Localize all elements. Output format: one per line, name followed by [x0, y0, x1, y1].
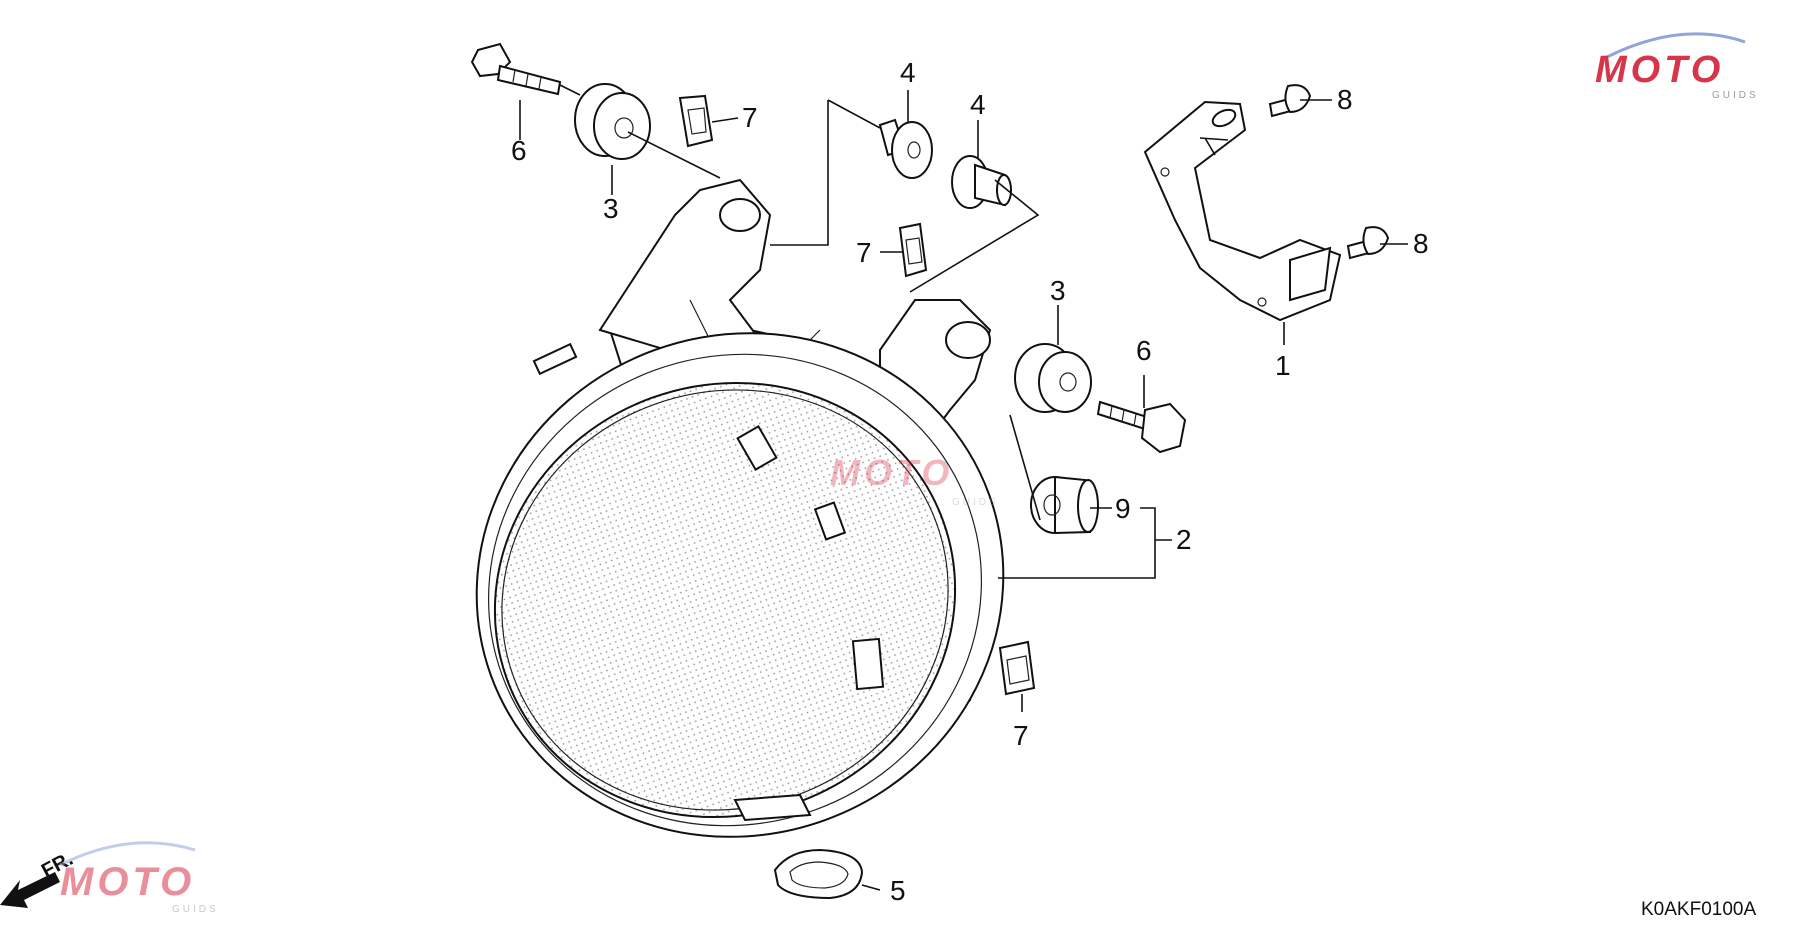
- callout-4-lower: 4: [970, 89, 986, 120]
- callout-3-right: 3: [1050, 275, 1066, 306]
- grommet-3-right: [1014, 343, 1092, 413]
- callout-8-lower: 8: [1413, 228, 1429, 259]
- callout-7-lower: 7: [1013, 720, 1029, 751]
- callout-6-right: 6: [1136, 335, 1152, 366]
- callout-8-upper: 8: [1337, 84, 1353, 115]
- callout-5: 5: [890, 875, 906, 906]
- watermark-logo-bottom-left: MOTO GUIDS: [59, 841, 219, 915]
- callout-4-upper: 4: [900, 57, 916, 88]
- callout-1: 1: [1275, 350, 1291, 381]
- callout-labels: 6 3 7 4 4 7 3 6 8 8 1 9 2 7 5: [511, 57, 1429, 906]
- headlight-unit: [475, 178, 1005, 838]
- callout-2: 2: [1176, 524, 1192, 555]
- screw-8-upper: [1268, 84, 1312, 118]
- collar-4-lower: [951, 155, 1012, 209]
- bolt-6-right: [1096, 400, 1187, 454]
- collar-4-upper: [878, 118, 933, 179]
- leader-lines: [519, 84, 1408, 891]
- screw-8-lower: [1346, 226, 1390, 260]
- callout-3-upper-left: 3: [603, 193, 619, 224]
- callout-6-upper-left: 6: [511, 135, 527, 166]
- watermark-brand-2: MOTO: [60, 860, 195, 904]
- callout-7-middle: 7: [856, 237, 872, 268]
- watermark-swoosh-icon: [1604, 32, 1746, 60]
- watermark-brand: MOTO: [1595, 49, 1724, 91]
- clip-7-middle: [898, 222, 928, 278]
- callout-7-upper: 7: [742, 102, 758, 133]
- watermark-brand-3: MOTO: [830, 452, 953, 493]
- callout-9: 9: [1115, 493, 1131, 524]
- clip-7-upper: [678, 94, 714, 148]
- drawing-code: K0AKF0100A: [1641, 899, 1756, 920]
- watermark-tagline-3: GUIDS: [952, 497, 999, 508]
- seal-5: [773, 848, 864, 900]
- watermark-tagline-2: GUIDS: [172, 904, 219, 915]
- clip-7-lower: [998, 640, 1036, 696]
- watermark-swoosh-icon-2: [59, 841, 196, 867]
- front-arrow-icon: [0, 872, 60, 908]
- watermark-logo-top-right: MOTO GUIDS: [1595, 32, 1759, 101]
- cushion-9: [1030, 475, 1099, 535]
- watermark-logo-center: MOTO GUIDS: [830, 452, 999, 508]
- watermark-tagline: GUIDS: [1712, 90, 1759, 101]
- bolt-6-upper-left: [470, 42, 562, 96]
- grommet-3-upper-left: [574, 83, 651, 160]
- bracket-1: [1143, 100, 1342, 322]
